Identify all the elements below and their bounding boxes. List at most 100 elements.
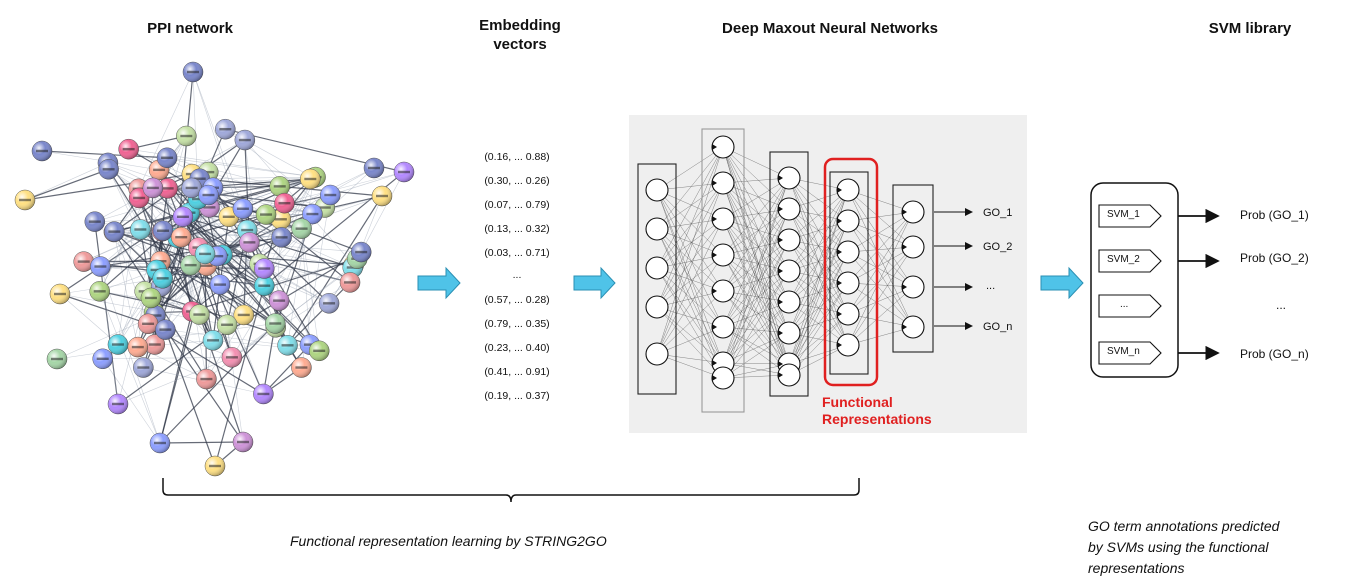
ppi-node [14, 189, 36, 211]
nn-neuron [645, 342, 669, 366]
ppi-node [204, 455, 226, 477]
ppi-node [181, 177, 202, 199]
svm-shape [1098, 249, 1162, 273]
embedding-vector: (0.16, ... 0.88) [484, 151, 550, 163]
ppi-node [363, 157, 385, 179]
nn-layer-box [701, 128, 745, 413]
ppi-node [269, 176, 290, 197]
nn-layer-box [829, 171, 869, 375]
svm-label: SVM_1 [1107, 209, 1140, 220]
nn-neuron [836, 240, 860, 264]
embedding-vector: (0.41, ... 0.91) [484, 366, 550, 378]
flow-arrow-3 [1040, 266, 1084, 300]
nn-neuron [645, 256, 669, 280]
nn-neuron [711, 279, 735, 303]
ppi-node [182, 61, 204, 83]
dmnn-heading: Deep Maxout Neural Networks [722, 20, 938, 37]
prob-label: Prob (GO_2) [1240, 251, 1309, 265]
ppi-node [274, 192, 295, 214]
nn-neuron [711, 366, 735, 390]
nn-neuron [711, 171, 735, 195]
svm-shape [1098, 294, 1162, 318]
functional-layer-highlight [823, 157, 879, 387]
ppi-node [31, 140, 53, 162]
nn-neuron [836, 302, 860, 326]
ppi-node [73, 251, 94, 272]
go-output-label: GO_2 [983, 241, 1013, 253]
ppi-nodes [14, 61, 415, 477]
nn-neuron [901, 200, 925, 224]
nn-neuron [777, 197, 801, 221]
embedding-vector: (0.03, ... 0.71) [484, 247, 550, 259]
ppi-node [107, 334, 129, 355]
nn-neuron [777, 321, 801, 345]
svm-shape [1098, 204, 1162, 228]
ppi-node [137, 313, 159, 335]
go-output-label: ... [986, 280, 996, 292]
ppi-node [107, 393, 129, 415]
ppi-node [291, 357, 312, 378]
functional-representations-label: Functional Representations [822, 394, 932, 427]
nn-connections [656, 146, 914, 379]
ppi-node [155, 319, 176, 340]
prob-label: Prob (GO_n) [1240, 347, 1309, 361]
ppi-node [277, 335, 298, 356]
ppi-node [104, 221, 125, 242]
embedding-vector: (0.57, ... 0.28) [484, 294, 550, 306]
go-output-label: GO_n [983, 321, 1013, 333]
nn-neuron [711, 207, 735, 231]
ppi-node [253, 383, 274, 405]
embedding-vector-ellipsis: ... [512, 269, 522, 281]
prob-label: Prob (GO_1) [1240, 208, 1309, 222]
svm-label: SVM_2 [1107, 254, 1140, 265]
nn-panel [629, 115, 1027, 433]
svm-label: ... [1120, 299, 1129, 310]
ppi-node [302, 203, 323, 225]
ppi-node [234, 129, 256, 151]
ppi-node [254, 258, 275, 279]
svm-library-box [1090, 182, 1179, 378]
ppi-node [216, 314, 238, 336]
ppi-node [176, 125, 197, 147]
nn-layer-box [637, 163, 677, 395]
learning-caption: Functional representation learning by ST… [290, 533, 607, 549]
embedding-vector: (0.23, ... 0.40) [484, 342, 550, 354]
ppi-node [300, 168, 321, 190]
svm-library-heading: SVM library [1208, 20, 1292, 37]
nn-neuron [901, 235, 925, 259]
nn-neuron [836, 271, 860, 295]
ppi-node [198, 184, 219, 206]
ppi-node [291, 218, 312, 239]
nn-neuron [836, 209, 860, 233]
ppi-node [221, 347, 243, 368]
ppi-node [130, 219, 151, 240]
ppi-node [90, 256, 111, 277]
ppi-node [339, 272, 361, 293]
nn-neuron [836, 333, 860, 357]
learning-brace [162, 478, 860, 503]
ppi-node [202, 330, 224, 351]
ppi-node [189, 304, 210, 325]
ppi-node [172, 206, 194, 228]
ppi-node [98, 159, 119, 180]
svm-shapes [1098, 204, 1220, 365]
embedding-vector: (0.07, ... 0.79) [484, 199, 550, 211]
ppi-node [233, 304, 254, 326]
ppi-node [371, 185, 393, 207]
ppi-node [142, 177, 164, 199]
ppi-node [149, 432, 171, 454]
ppi-node [255, 204, 277, 225]
nn-neuron [901, 315, 925, 339]
nn-neuron [777, 166, 801, 190]
embedding-vector: (0.13, ... 0.32) [484, 223, 550, 235]
nn-neuron [777, 290, 801, 314]
ppi-node [254, 275, 275, 296]
nn-neuron [777, 259, 801, 283]
maxout-neural-network [637, 128, 973, 413]
ppi-node [271, 227, 292, 248]
nn-neuron [645, 217, 669, 241]
ppi-node [157, 178, 178, 199]
nn-neuron [777, 363, 801, 387]
ppi-node [144, 334, 166, 355]
